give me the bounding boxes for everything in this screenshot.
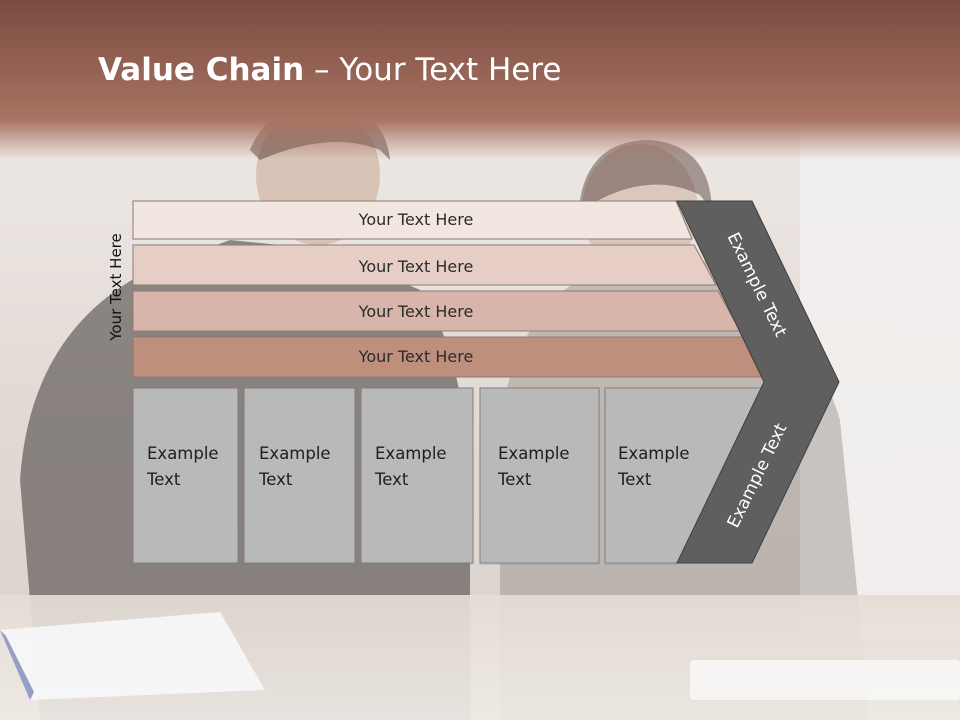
support-bar-2-label: Your Text Here [358,257,474,276]
support-bar-4-label: Your Text Here [358,347,474,366]
primary-box-2 [243,387,356,564]
primary-box-4 [479,387,600,564]
primary-box-1-line2: Text [146,470,181,489]
primary-box-4-line1: Example [498,444,570,463]
diagram-reflection [132,564,827,720]
primary-box-2-line2: Text [258,470,293,489]
support-bar-1-label: Your Text Here [358,210,474,229]
slide-title: Value Chain – Your Text Here [98,52,561,88]
primary-box-5-line2: Text [617,470,652,489]
primary-box-4-line2: Text [497,470,532,489]
support-bar-2 [132,244,717,286]
primary-box-5-line1: Example [618,444,690,463]
chevron-arrow [676,200,840,564]
primary-box-1-line1: Example [147,444,219,463]
primary-box-3-line2: Text [374,470,409,489]
slide-title-bold: Value Chain [98,52,305,88]
support-bar-1 [132,200,693,240]
primary-box-3 [360,387,474,564]
primary-box-3-line1: Example [375,444,447,463]
support-bar-3-label: Your Text Here [358,302,474,321]
slide-title-rest: – Your Text Here [304,52,562,88]
primary-box-2-line1: Example [259,444,331,463]
primary-box-1 [132,387,239,564]
